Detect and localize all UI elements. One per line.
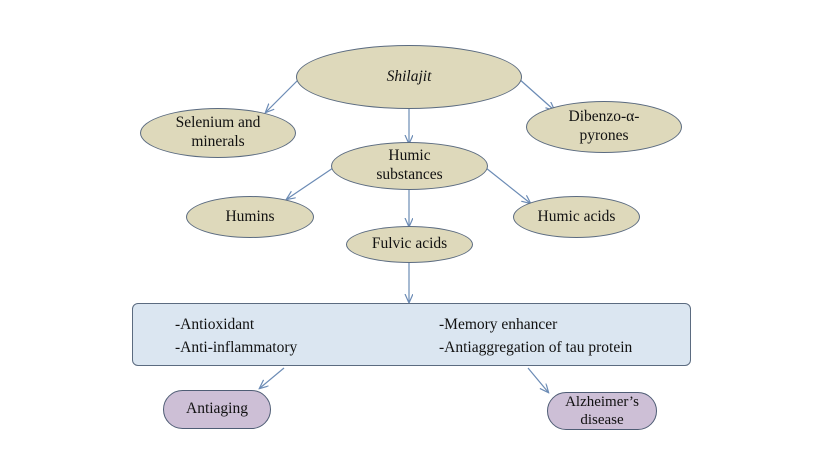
- outcome-alzheimers-label-line2: disease: [580, 412, 624, 428]
- node-dibenzo-pyrones: Dibenzo-α- pyrones: [526, 101, 682, 153]
- effect-antiaggregation-tau: -Antiaggregation of tau protein: [439, 339, 633, 356]
- outcome-antiaging-label: Antiaging: [186, 400, 248, 418]
- node-selenium-label-line2: minerals: [191, 133, 245, 150]
- arrow-humic-to-humins: [287, 167, 334, 199]
- node-shilajit: Shilajit: [296, 45, 522, 109]
- outcome-alzheimers-label-line1: Alzheimer’s: [565, 394, 639, 410]
- effect-anti-inflammatory: -Anti-inflammatory: [175, 339, 298, 356]
- node-selenium-label-line1: Selenium and: [175, 114, 261, 132]
- arrow-humic-to-humic-acids: [485, 167, 530, 203]
- node-humic-substances-label-line1: Humic: [388, 147, 431, 165]
- arrow-effects-to-antiaging: [260, 367, 285, 388]
- node-selenium-minerals: Selenium and minerals: [140, 108, 296, 158]
- node-dibenzo-label-line2: pyrones: [579, 127, 629, 144]
- effect-antioxidant: -Antioxidant: [175, 316, 255, 333]
- node-humins-label: Humins: [225, 207, 275, 225]
- node-shilajit-label: Shilajit: [386, 67, 432, 85]
- node-humic-acids: Humic acids: [513, 196, 640, 238]
- outcome-antiaging: Antiaging: [163, 390, 271, 429]
- node-fulvic-acids-label: Fulvic acids: [371, 235, 448, 253]
- outcome-alzheimers: Alzheimer’s disease: [547, 392, 657, 430]
- node-dibenzo-label-line1: Dibenzo-α-: [568, 108, 640, 126]
- effect-memory-enhancer: -Memory enhancer: [439, 316, 558, 333]
- node-humic-substances: Humic substances: [331, 142, 488, 190]
- node-humic-substances-label-line2: substances: [376, 166, 443, 183]
- node-fulvic-acids: Fulvic acids: [346, 226, 473, 263]
- node-humic-acids-label: Humic acids: [537, 207, 616, 225]
- effects-box: -Antioxidant -Anti-inflammatory -Memory …: [132, 303, 691, 366]
- arrow-shilajit-to-selenium: [266, 79, 299, 112]
- node-humins: Humins: [186, 196, 314, 238]
- arrow-effects-to-alzheimers: [527, 367, 548, 392]
- arrow-shilajit-to-dibenzo: [517, 77, 554, 110]
